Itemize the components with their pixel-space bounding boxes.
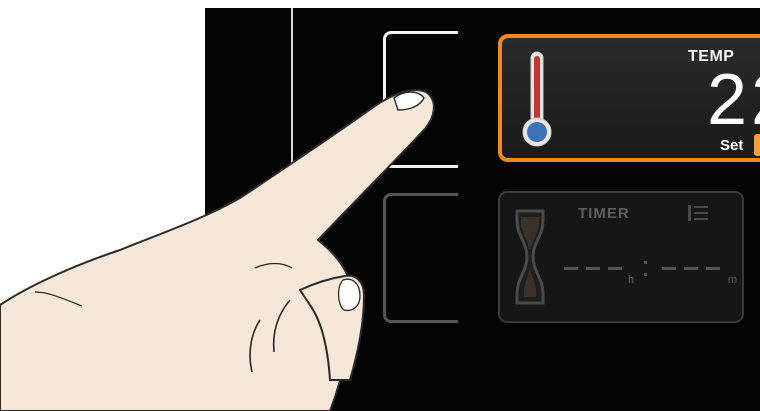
- hourglass-icon: [512, 207, 548, 307]
- list-icon: [686, 203, 710, 223]
- timer-card[interactable]: TIMER h m: [498, 191, 744, 323]
- set-indicator[interactable]: [754, 134, 760, 156]
- timer-title: TIMER: [578, 205, 630, 222]
- minutes-unit: m: [728, 274, 737, 286]
- temp-select-button[interactable]: [383, 31, 458, 168]
- set-label: Set: [720, 137, 743, 154]
- thermometer-icon: [520, 50, 554, 150]
- temp-value: 22: [707, 60, 760, 140]
- timer-select-button[interactable]: [383, 193, 458, 323]
- hours-unit: h: [628, 274, 634, 286]
- panel-divider: [291, 8, 293, 170]
- temp-card[interactable]: TEMP 22 Set: [498, 34, 760, 162]
- timer-placeholder-digits: [564, 255, 734, 291]
